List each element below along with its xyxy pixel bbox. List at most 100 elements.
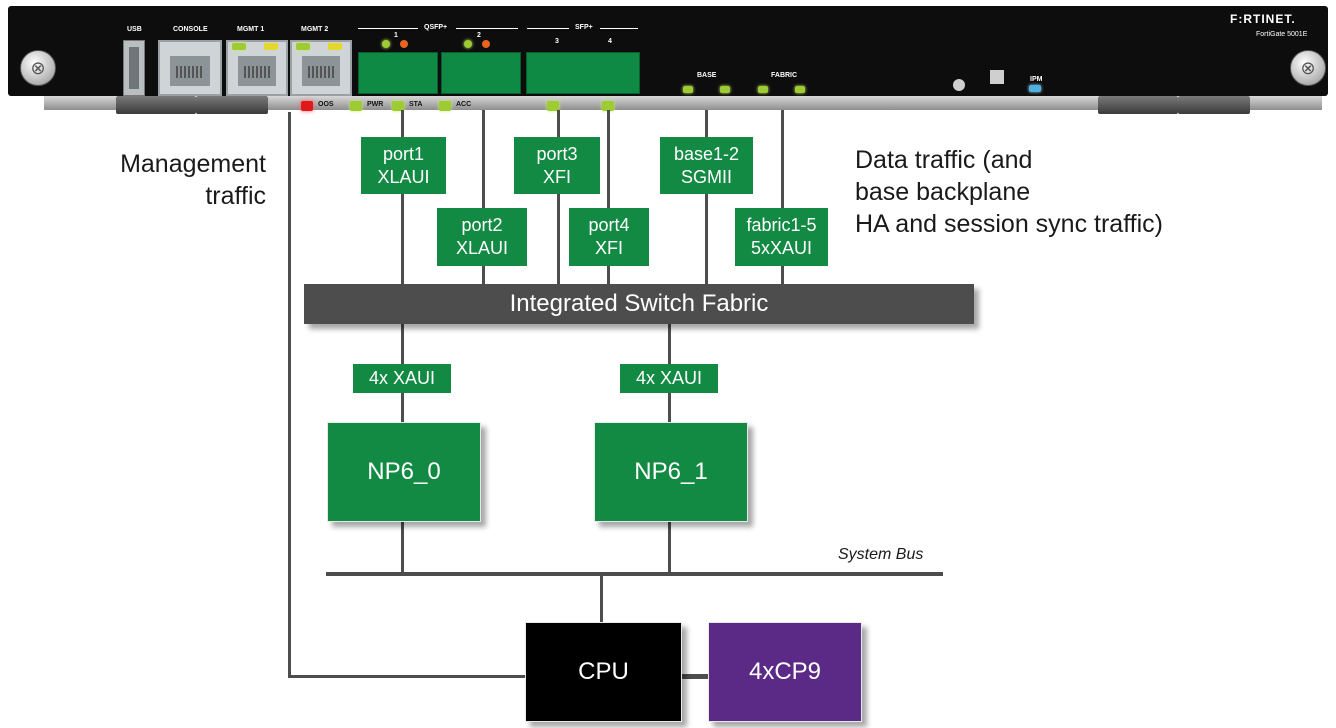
base2-led (720, 86, 730, 93)
oos-label: OOS (318, 101, 334, 108)
management-line-vertical (288, 112, 291, 678)
base-box: base1-2 SGMII (660, 137, 753, 194)
port4-name: port4 (588, 215, 630, 235)
np6-1-bus-line (668, 518, 671, 574)
port3-line (557, 110, 560, 284)
np6-0-box: NP6_0 (327, 422, 481, 522)
port2-line (482, 110, 485, 284)
mgmt2-link-led (296, 43, 310, 50)
sfp-port3-number: 3 (555, 38, 559, 45)
np6-0-bus-line (401, 518, 404, 574)
data-traffic-note: Data traffic (and base backplane HA and … (855, 144, 1275, 240)
cpu-box: CPU (525, 622, 682, 722)
fabric-line (781, 110, 784, 284)
fabric-name: fabric1-5 (746, 215, 817, 235)
port2-name: port2 (461, 215, 503, 235)
ejector-handle-right[interactable] (1098, 96, 1178, 114)
fabric1-led (758, 86, 768, 93)
fabric-type: 5xXAUI (750, 238, 813, 258)
panel-rail-middle (268, 96, 1098, 110)
base1-led (683, 86, 693, 93)
mgmt1-label: MGMT 1 (237, 26, 265, 33)
mgmt1-link-led (232, 43, 246, 50)
port1-name: port1 (382, 143, 425, 164)
base-label: BASE (697, 72, 717, 79)
ipm-label: IPM (1030, 76, 1043, 83)
console-label: CONSOLE (173, 26, 208, 33)
port4-type: XFI (594, 238, 623, 258)
usb-label: USB (127, 26, 142, 33)
port3-box: port3 XFI (514, 137, 600, 194)
panel-rail-left (44, 96, 116, 110)
sfp-bracket-left (527, 28, 569, 29)
mgmt1-port[interactable] (226, 40, 288, 96)
port4-box: port4 XFI (569, 208, 649, 266)
qsfp-label: QSFP+ (424, 24, 448, 31)
management-line-horizontal (288, 675, 526, 678)
fabric2-led (795, 86, 805, 93)
system-bus-label: System Bus (838, 546, 924, 563)
qsfp-port1-number: 1 (394, 32, 398, 39)
mgmt2-activity-led (328, 43, 342, 50)
np6-1-link-label: 4x XAUI (620, 364, 718, 393)
base-type: SGMII (680, 166, 732, 187)
qsfp-bracket-right (456, 28, 518, 29)
qsfp1-led-b (400, 40, 408, 48)
port2-type: XLAUI (455, 238, 509, 258)
acc-label: ACC (456, 101, 472, 108)
integrated-switch-fabric: Integrated Switch Fabric (304, 284, 974, 324)
mgmt1-activity-led (264, 43, 278, 50)
hot-swap-button[interactable] (990, 70, 1004, 84)
pwr-led (350, 101, 362, 111)
fabric-box: fabric1-5 5xXAUI (735, 208, 828, 266)
panel-rail-right (1250, 96, 1322, 110)
cp9-box: 4xCP9 (708, 622, 862, 722)
port1-box: port1 XLAUI (361, 137, 446, 194)
port4-line (607, 110, 610, 284)
sfp-label: SFP+ (575, 24, 593, 31)
port1-type: XLAUI (377, 166, 430, 187)
fabric-label: FABRIC (771, 72, 798, 79)
sfp-bracket-right (600, 28, 638, 29)
base-name: base1-2 (673, 143, 740, 164)
qsfp-port-1[interactable] (358, 52, 438, 94)
console-port[interactable] (158, 40, 222, 96)
qsfp2-led-b (482, 40, 490, 48)
base-line (705, 110, 708, 284)
usb-port[interactable] (123, 40, 145, 96)
port2-box: port2 XLAUI (437, 208, 527, 266)
ejector-handle-right-2[interactable] (1178, 96, 1250, 114)
qsfp1-led-a (382, 40, 390, 48)
ejector-handle-left-2[interactable] (196, 96, 268, 114)
cpu-cp9-line (680, 674, 710, 679)
qsfp-port2-number: 2 (477, 32, 481, 39)
management-note-line-1: Management (120, 150, 266, 178)
sta-led (392, 101, 404, 111)
qsfp-bracket-left (358, 28, 418, 29)
sfp-port4-number: 4 (608, 38, 612, 45)
acc-led (439, 101, 451, 111)
model-name: FortiGate 5001E (1256, 31, 1308, 38)
bus-cpu-line (600, 574, 603, 624)
reset-button[interactable] (953, 79, 965, 91)
management-traffic-note: Management traffic (60, 148, 266, 212)
port3-name: port3 (536, 143, 578, 164)
screw-left-icon: ⊗ (20, 50, 56, 86)
management-note-line-2: traffic (205, 182, 266, 210)
pwr-label: PWR (367, 101, 384, 108)
ejector-handle-left[interactable] (116, 96, 196, 114)
ipm-led (1029, 85, 1041, 92)
sta-label: STA (409, 101, 423, 108)
fortinet-logo: F:RTINET. (1230, 12, 1296, 26)
mgmt2-label: MGMT 2 (301, 26, 329, 33)
sfp3-led (547, 101, 559, 111)
port1-line (401, 110, 404, 284)
data-note-line-1: Data traffic (and (855, 146, 1033, 174)
data-note-line-3: HA and session sync traffic) (855, 210, 1164, 238)
qsfp2-led-a (464, 40, 472, 48)
system-bus-line (326, 572, 943, 576)
sfp-port-3-4[interactable] (526, 52, 640, 94)
np6-1-box: NP6_1 (594, 422, 748, 522)
qsfp-port-2[interactable] (441, 52, 521, 94)
oos-led (301, 101, 313, 111)
